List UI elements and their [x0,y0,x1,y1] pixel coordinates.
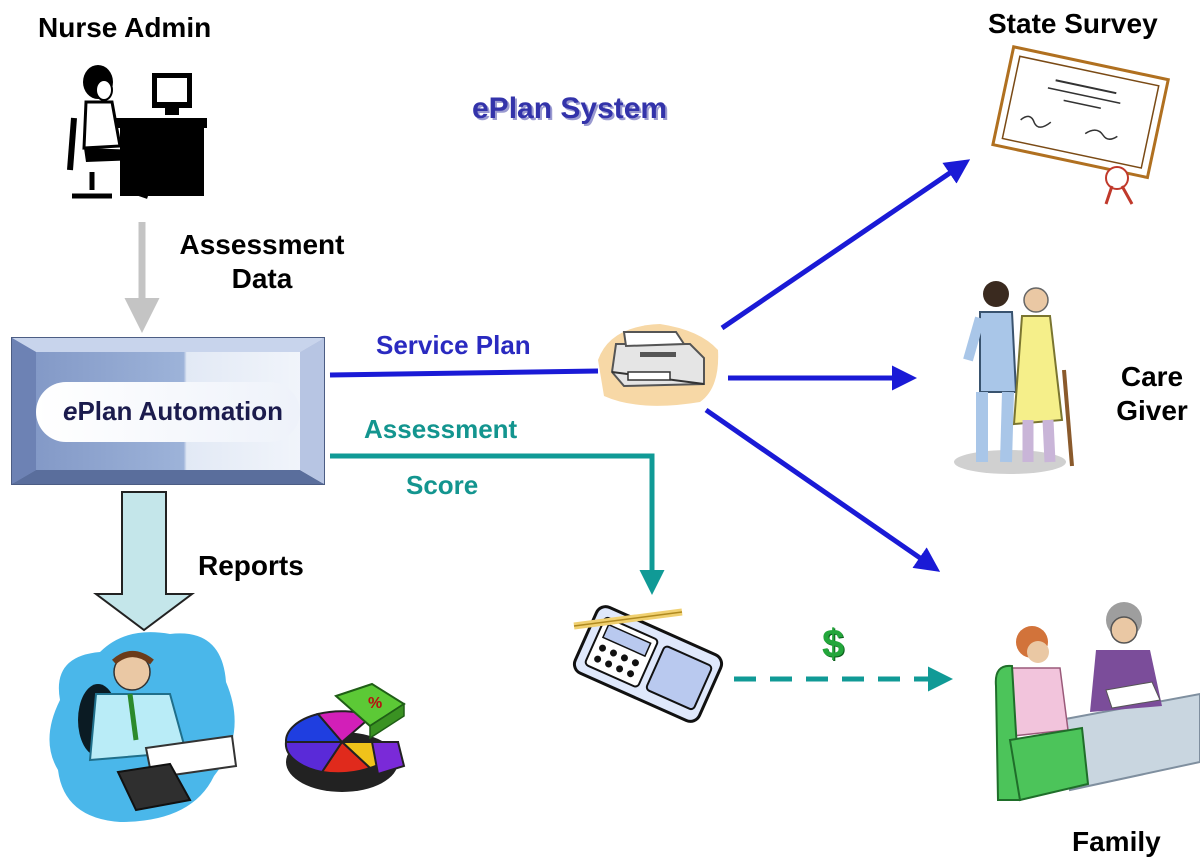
assessment-data-label: Assessment Data [162,228,362,296]
family-meeting-icon [994,602,1200,802]
diagram-title: ePlan System [472,92,668,125]
arrow-to-state-survey [720,159,971,331]
eplan-automation-label: ePlan Automation [38,396,308,427]
nurse-at-computer-icon [67,65,207,199]
dollar-sign-label: $ [822,622,845,666]
eplan-automation-box[interactable] [11,337,325,485]
care-giver-label: Care Giver [1104,360,1200,428]
service-plan-arrow [329,368,599,378]
eplan-automation-prefix: e [62,396,78,426]
care-giver-line-1: Care [1120,361,1184,392]
printer-icon [598,324,719,406]
calculator-icon [572,605,724,723]
care-giver-line-2: Giver [1116,395,1188,426]
office-worker-icon [49,632,238,822]
assessment-score-arrow [330,453,665,595]
eplan-automation-rest: Plan Automation [77,396,284,426]
pie-chart-icon: % [284,682,406,792]
assessment-data-line-2: Data [231,263,293,294]
reports-label: Reports [198,550,304,581]
caregiver-couple-icon [954,281,1074,474]
certificate-icon [991,45,1171,205]
service-plan-label: Service Plan [376,330,531,360]
reports-arrow [93,491,195,632]
nurse-admin-label: Nurse Admin [38,12,212,43]
assessment-score-line-1: Assessment [364,414,518,444]
family-label: Family [1072,826,1161,857]
arrow-to-family [704,407,941,572]
assessment-score-line-2: Score [406,470,479,500]
state-survey-label: State Survey [988,8,1158,39]
assessment-data-line-1: Assessment [179,229,345,260]
svg-text:%: % [368,695,382,712]
